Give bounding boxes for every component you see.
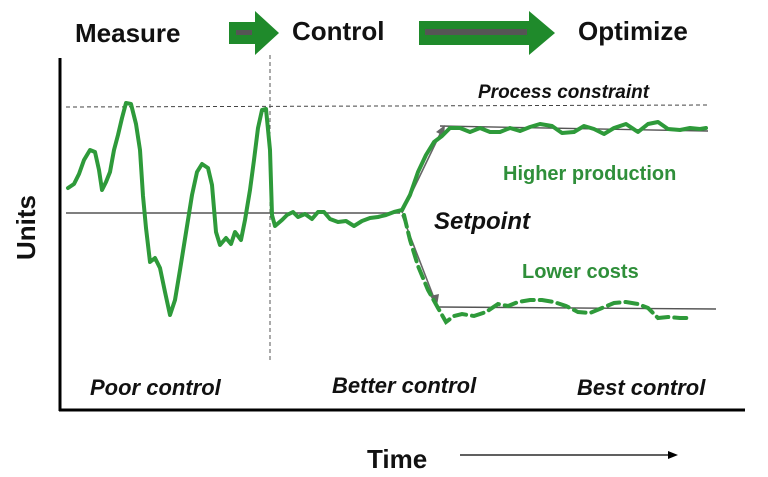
stage-measure-label: Measure — [75, 18, 181, 48]
process-signal-line — [66, 101, 708, 317]
lower-costs-signal-line — [402, 213, 694, 325]
stage-arrow-measure-to-control — [229, 11, 279, 55]
setpoint-label: Setpoint — [434, 208, 531, 235]
best-control-label: Best control — [577, 375, 706, 400]
x-axis-label: Time — [367, 444, 427, 474]
stage-optimize-label: Optimize — [578, 16, 688, 46]
y-axis-label: Units — [11, 195, 41, 260]
process-constraint-line — [65, 104, 711, 108]
stage-control-label: Control — [292, 16, 384, 46]
process-constraint-label: Process constraint — [478, 82, 650, 103]
lower-costs-target-line — [437, 306, 717, 310]
stage-arrow-control-to-optimize — [419, 11, 555, 55]
time-direction-arrow — [460, 451, 678, 459]
poor-control-label: Poor control — [90, 375, 222, 400]
lower-costs-label: Lower costs — [522, 261, 639, 283]
higher-production-target-line — [439, 125, 709, 132]
higher-production-label: Higher production — [503, 163, 676, 185]
better-control-label: Better control — [332, 373, 477, 398]
